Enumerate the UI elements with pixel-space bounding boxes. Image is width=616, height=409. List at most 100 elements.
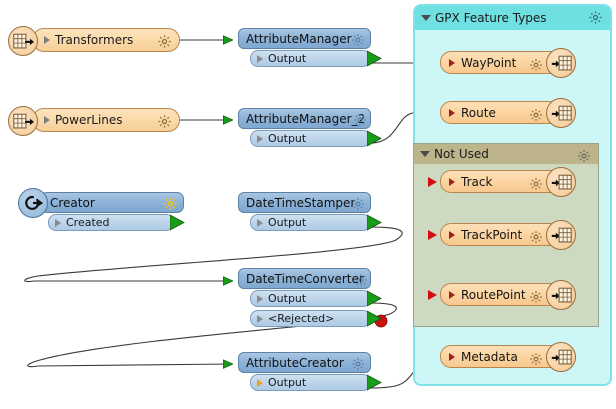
attributemanager-label: AttributeManager: [246, 31, 352, 46]
reader-powerlines[interactable]: PowerLines: [8, 106, 180, 136]
triangle-right-icon: [449, 230, 455, 239]
table-icon: [546, 98, 576, 128]
datetimeconverter-label: DateTimeConverter: [246, 271, 364, 286]
triangle-right-icon: [449, 290, 455, 299]
group-not-used-header[interactable]: Not Used: [414, 144, 598, 164]
table-icon: [546, 280, 576, 310]
feature-type-track[interactable]: Track: [428, 167, 576, 197]
attributemanager-2-label: AttributeManager_2: [246, 111, 366, 126]
datetimestamper-header[interactable]: DateTimeStamper: [238, 192, 371, 213]
datetimeconverter-port-output[interactable]: Output: [250, 290, 371, 307]
datetimeconverter-port-rejected-label: <Rejected>: [268, 312, 335, 325]
reader-transformers-label: Transformers: [55, 33, 134, 47]
feature-type-routepoint-label: RoutePoint: [461, 287, 526, 302]
feature-type-waypoint[interactable]: WayPoint: [440, 48, 576, 78]
triangle-right-icon: [55, 218, 61, 227]
datetimeconverter-port-output-label: Output: [268, 292, 307, 305]
transformer-creator[interactable]: Creator Created: [18, 188, 185, 234]
table-icon: [8, 26, 38, 56]
gear-icon[interactable]: [529, 176, 543, 195]
creator-icon: [18, 188, 48, 218]
group-gpx-header[interactable]: GPX Feature Types: [415, 6, 610, 30]
gear-icon[interactable]: [351, 32, 365, 51]
feature-type-route-label: Route: [461, 105, 496, 120]
triangle-right-icon: [44, 36, 50, 44]
triangle-right-icon: [449, 352, 455, 361]
gear-icon[interactable]: [354, 272, 368, 291]
triangle-right-icon: [449, 108, 455, 117]
gear-icon[interactable]: [529, 107, 543, 126]
feature-type-trackpoint[interactable]: TrackPoint: [428, 220, 576, 250]
feature-type-track-label: Track: [461, 174, 493, 189]
gear-icon[interactable]: [529, 57, 543, 76]
reader-transformers-header[interactable]: Transformers: [32, 28, 180, 52]
transformer-attributemanager[interactable]: AttributeManager Output: [238, 28, 388, 70]
creator-header[interactable]: Creator: [40, 192, 184, 213]
gear-icon[interactable]: [351, 196, 365, 215]
transformer-attributemanager-2[interactable]: AttributeManager_2 Output: [238, 108, 388, 150]
triangle-right-icon: [257, 378, 263, 387]
feature-type-trackpoint-label: TrackPoint: [461, 227, 523, 242]
feature-type-route[interactable]: Route: [440, 98, 576, 128]
attributemanager-2-header[interactable]: AttributeManager_2: [238, 108, 371, 129]
creator-port-created[interactable]: Created: [48, 214, 174, 231]
feature-type-routepoint[interactable]: RoutePoint: [428, 280, 576, 310]
attributecreator-port-output[interactable]: Output: [250, 374, 371, 391]
triangle-right-icon: [257, 218, 263, 227]
group-not-used-title: Not Used: [434, 147, 489, 161]
triangle-right-icon: [44, 116, 50, 124]
table-icon: [546, 220, 576, 250]
red-arrow-icon: [428, 177, 437, 187]
gear-icon[interactable]: [577, 148, 591, 167]
triangle-right-icon: [257, 294, 263, 303]
output-arrow-icon: [367, 290, 382, 307]
attributecreator-header[interactable]: AttributeCreator: [238, 352, 371, 373]
gear-icon[interactable]: [157, 114, 172, 133]
attributemanager-header[interactable]: AttributeManager: [238, 28, 371, 49]
datetimeconverter-header[interactable]: DateTimeConverter: [238, 268, 371, 289]
creator-label: Creator: [50, 195, 95, 210]
gear-icon[interactable]: [529, 351, 543, 370]
table-icon: [546, 342, 576, 372]
reader-transformers[interactable]: Transformers: [8, 26, 180, 56]
datetimestamper-port-output-label: Output: [268, 216, 307, 229]
gear-icon[interactable]: [529, 229, 543, 248]
gear-icon[interactable]: [157, 34, 172, 53]
caret-down-icon[interactable]: [420, 151, 430, 157]
attributecreator-port-output-label: Output: [268, 376, 307, 389]
group-gpx-title: GPX Feature Types: [435, 11, 547, 25]
gear-icon[interactable]: [588, 10, 603, 29]
output-arrow-icon: [170, 214, 185, 231]
attributemanager-port-output-label: Output: [268, 52, 307, 65]
feature-type-metadata[interactable]: Metadata: [440, 342, 576, 372]
output-arrow-icon: [367, 374, 382, 391]
gear-icon-active[interactable]: [163, 196, 178, 215]
red-arrow-icon: [428, 290, 437, 300]
gear-icon[interactable]: [529, 289, 543, 308]
rejected-arrow-icon: [367, 310, 382, 327]
triangle-right-icon: [449, 58, 455, 67]
attributecreator-label: AttributeCreator: [246, 355, 344, 370]
table-icon: [546, 48, 576, 78]
feature-type-waypoint-label: WayPoint: [461, 55, 517, 70]
reader-powerlines-label: PowerLines: [55, 113, 123, 127]
transformer-datetimeconverter[interactable]: DateTimeConverter Output <Rejected>: [238, 268, 388, 330]
gear-icon[interactable]: [353, 112, 367, 131]
datetimestamper-label: DateTimeStamper: [246, 195, 356, 210]
datetimestamper-port-output[interactable]: Output: [250, 214, 371, 231]
transformer-attributecreator[interactable]: AttributeCreator Output: [238, 352, 388, 394]
transformer-datetimestamper[interactable]: DateTimeStamper Output: [238, 192, 388, 234]
attributemanager-2-port-output[interactable]: Output: [250, 130, 371, 147]
triangle-right-icon: [257, 54, 263, 63]
gear-icon[interactable]: [351, 356, 365, 375]
triangle-right-icon: [257, 134, 263, 143]
caret-down-icon[interactable]: [421, 15, 431, 21]
attributemanager-2-port-output-label: Output: [268, 132, 307, 145]
reader-powerlines-header[interactable]: PowerLines: [32, 108, 180, 132]
feature-type-metadata-label: Metadata: [461, 349, 518, 364]
attributemanager-port-output[interactable]: Output: [250, 50, 371, 67]
triangle-right-icon: [257, 314, 263, 323]
datetimeconverter-port-rejected[interactable]: <Rejected>: [250, 310, 371, 327]
output-arrow-icon: [367, 214, 382, 231]
